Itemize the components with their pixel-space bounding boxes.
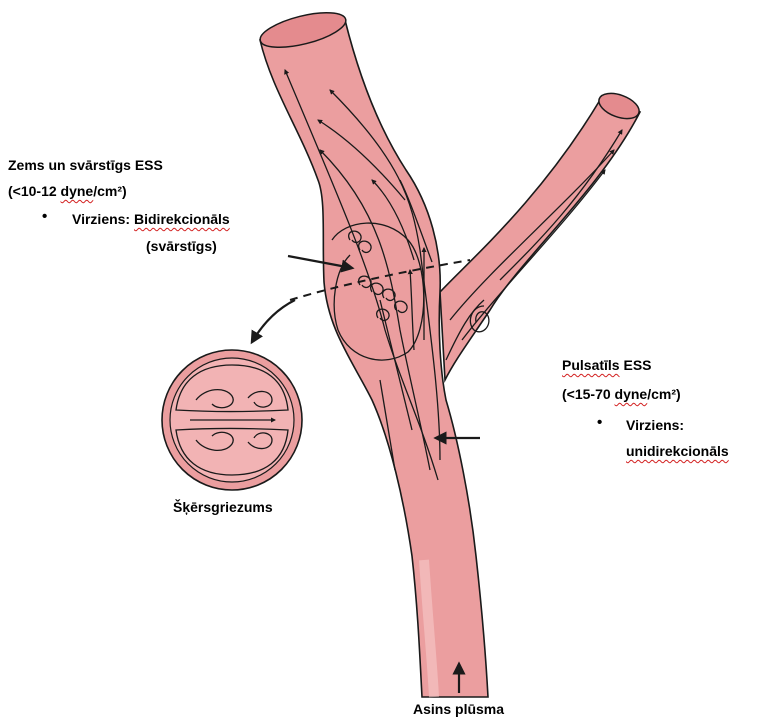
pulsatile-ess-title: Pulsatīls ESS [562,355,652,375]
low-ess-range-prefix: (<10-12 [8,183,61,199]
low-ess-range-suffix: /cm²) [93,183,126,199]
pulsatile-ess-title-word: Pulsatīls [562,357,620,373]
low-ess-direction: Virziens: Bidirekcionāls [72,209,230,229]
low-ess-bullet-icon: • [42,208,47,225]
pulsatile-ess-range-unit: dyne [615,386,648,402]
cross-section-label: Šķērsgriezums [173,497,273,517]
low-ess-direction-label: Virziens: [72,211,130,227]
pulsatile-ess-range-prefix: (<15-70 [562,386,615,402]
pulsatile-ess-range: (<15-70 dyne/cm²) [562,384,681,404]
low-ess-range-unit: dyne [61,183,94,199]
low-ess-direction-value: Bidirekcionāls [134,211,230,227]
pulsatile-ess-direction-value: unidirekcionāls [626,441,729,461]
low-ess-direction-note: (svārstīgs) [146,236,217,256]
pulsatile-ess-direction-label: Virziens: [626,415,684,435]
low-ess-range: (<10-12 dyne/cm²) [8,181,127,201]
pulsatile-ess-title-rest: ESS [620,357,652,373]
blood-flow-label: Asins plūsma [413,699,504,719]
low-ess-title: Zems un svārstīgs ESS [8,155,163,175]
cross-section [162,350,302,490]
pulsatile-ess-bullet-icon: • [597,414,602,431]
section-arrow [252,300,295,342]
branch-vessel [440,88,642,380]
pulsatile-ess-range-suffix: /cm²) [647,386,680,402]
